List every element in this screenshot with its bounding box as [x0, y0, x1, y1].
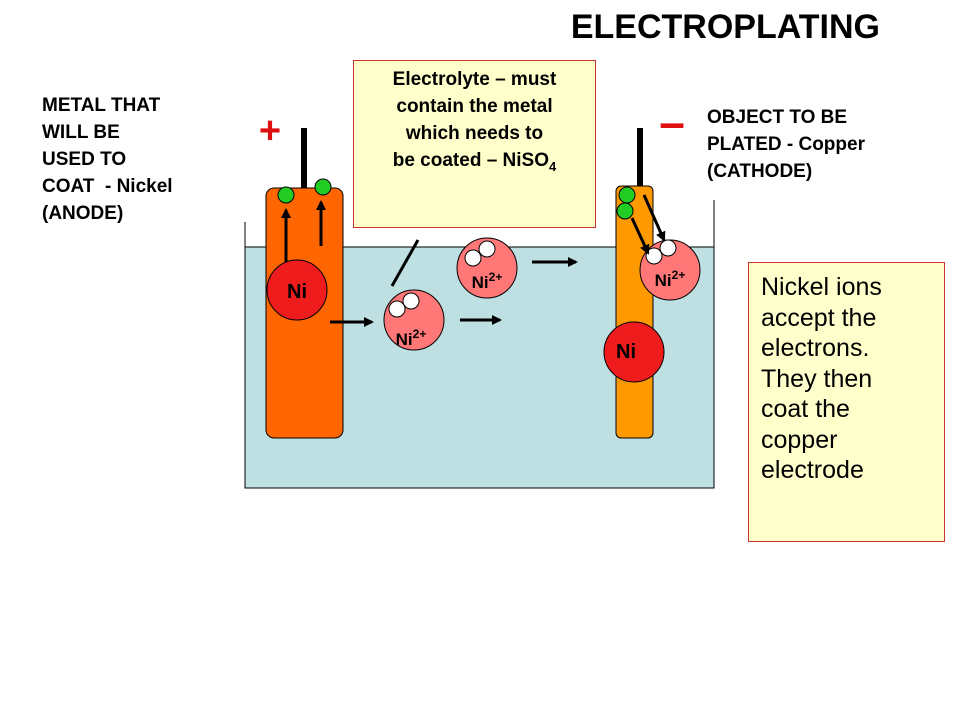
anode-label: METAL THAT WILL BE USED TO COAT - Nickel…	[42, 92, 242, 227]
electron-dot	[314, 178, 332, 196]
cathode-nickel-atom	[603, 321, 665, 383]
anode-label-line: WILL BE	[42, 122, 120, 143]
electrolyte-pointer-line	[390, 239, 420, 287]
electrolyte-formula-line: be coated – NiSO4	[354, 147, 595, 180]
ion-base-text: Ni	[396, 330, 413, 349]
anode-nickel-atom	[266, 259, 328, 321]
anode-label-line: (ANODE)	[42, 203, 124, 224]
svg-text:Ni2+: Ni2+	[472, 270, 503, 292]
anode-label-line: METAL THAT	[42, 95, 161, 116]
ion-charge-text: 2+	[672, 268, 686, 282]
anode-label-line: COAT - Nickel	[42, 176, 173, 197]
explanation-box: Nickel ions accept the electrons. They t…	[748, 262, 945, 542]
electrolyte-line: contain the metal	[396, 96, 553, 117]
ion-charge-text: 2+	[413, 327, 427, 341]
nickel-ion: Ni2+	[639, 239, 701, 301]
nickel-ion: Ni2+	[383, 289, 445, 351]
anode-label-line: USED TO	[42, 149, 127, 170]
electron-dot	[277, 186, 295, 204]
explanation-line: accept the	[761, 303, 877, 332]
cathode-label-line: (CATHODE)	[707, 161, 813, 182]
page-title: ELECTROPLATING	[0, 8, 880, 47]
electron-dot	[618, 186, 636, 204]
ion-base-text: Ni	[472, 273, 489, 292]
electrolyte-line: Electrolyte – must	[392, 69, 557, 90]
electron-dot	[616, 202, 634, 220]
ion-charge-text: 2+	[489, 270, 503, 284]
svg-text:Ni2+: Ni2+	[396, 327, 427, 349]
electrolyte-info-box: Electrolyte – must contain the metal whi…	[353, 60, 596, 228]
nickel-ion: Ni2+	[456, 237, 518, 299]
anode-sign: +	[259, 110, 281, 152]
explanation-line: coat the	[761, 395, 850, 423]
cathode-atom-label: Ni	[616, 341, 636, 363]
electrolyte-line: which needs to	[405, 123, 544, 144]
ion-base-text: Ni	[655, 271, 672, 290]
explanation-line: Nickel ions	[761, 273, 882, 301]
cathode-label-line: OBJECT TO BE	[707, 107, 848, 128]
electrolyte-formula-text: be coated – NiSO	[392, 150, 550, 171]
title-text: ELECTROPLATING	[570, 8, 880, 46]
arrow-cathode-electron-1	[642, 194, 666, 242]
explanation-line: copper	[761, 425, 838, 454]
cathode-label-line: PLATED - Copper	[707, 134, 865, 155]
explanation-line: They then	[761, 364, 873, 393]
electrolyte-formula-subscript: 4	[549, 158, 557, 174]
anode-atom-label: Ni	[287, 281, 307, 303]
cathode-sign: –	[659, 96, 685, 148]
cathode-label: OBJECT TO BE PLATED - Copper (CATHODE)	[707, 104, 947, 185]
svg-text:Ni2+: Ni2+	[655, 268, 686, 290]
explanation-line: electrode	[761, 456, 864, 484]
arrow-cathode-electron-2	[630, 217, 650, 255]
explanation-line: electrons.	[761, 334, 870, 362]
